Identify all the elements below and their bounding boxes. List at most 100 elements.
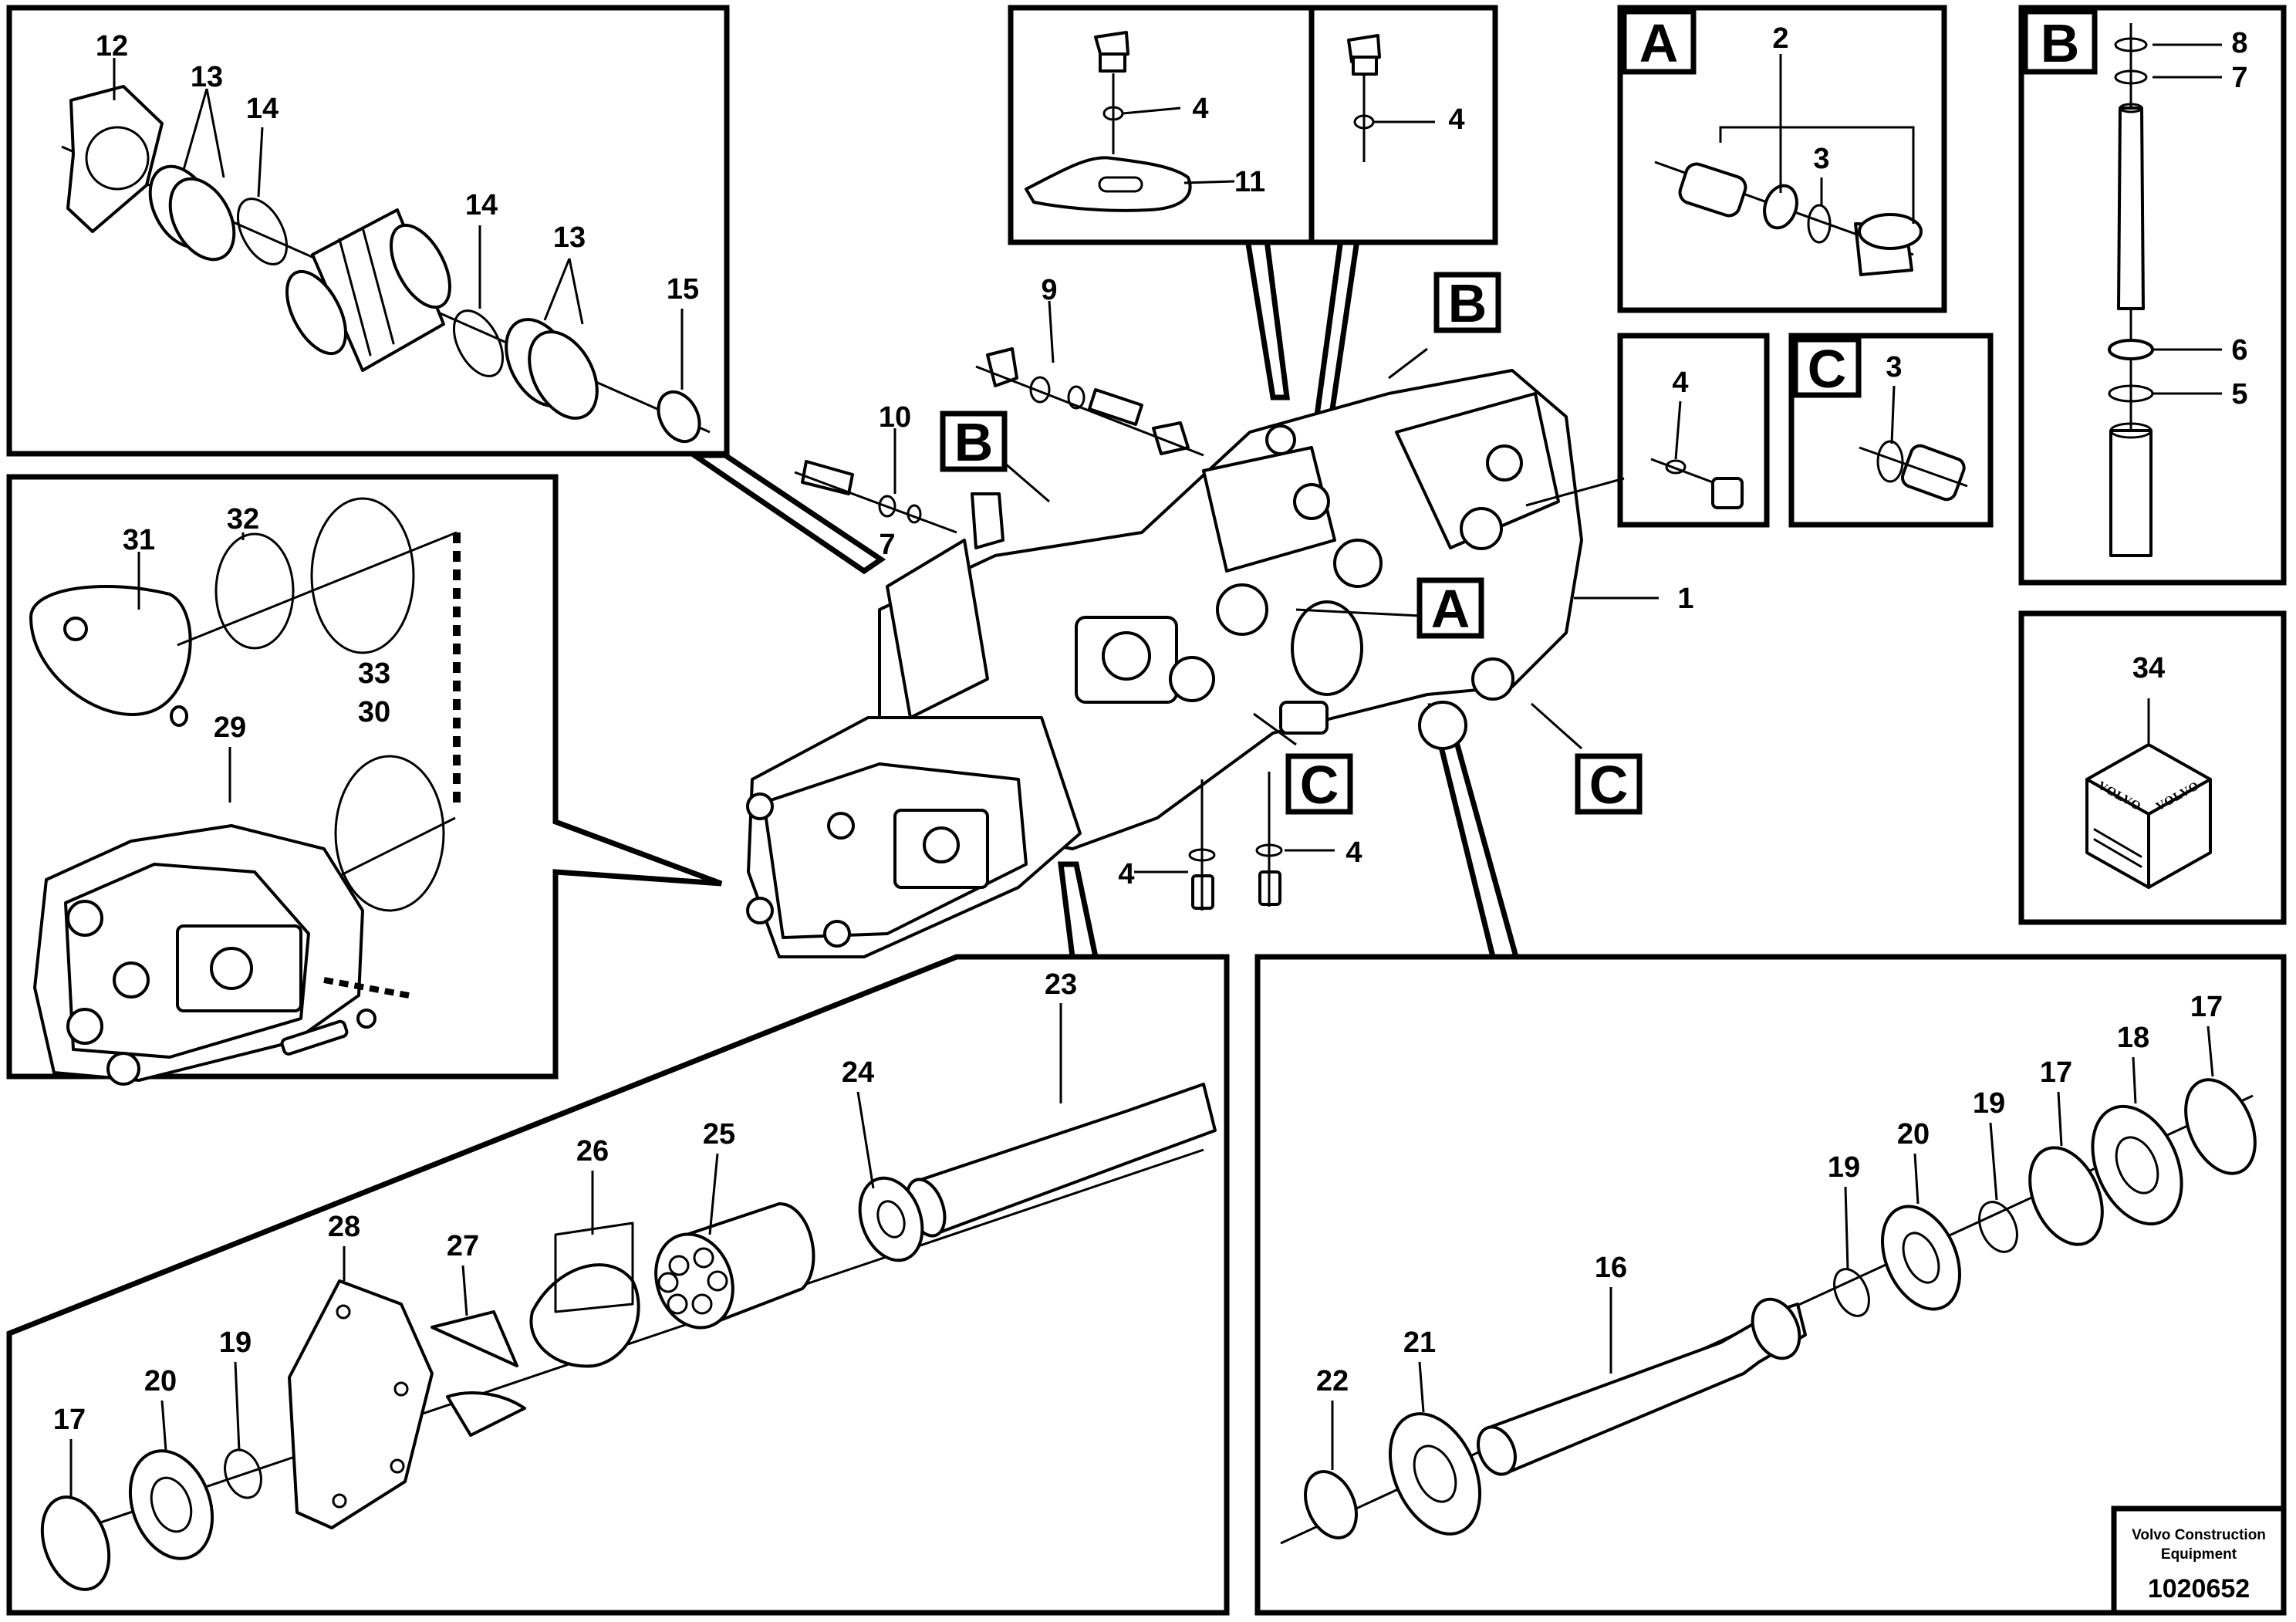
callout-26: 26 xyxy=(576,1135,609,1168)
callout-14-right: 14 xyxy=(465,189,498,221)
callout-1: 1 xyxy=(1677,583,1693,615)
callout-4-lower-left: 4 xyxy=(1118,858,1134,890)
callout-21: 21 xyxy=(1403,1326,1436,1359)
callout-27: 27 xyxy=(447,1230,479,1262)
detail-letter-a-header: A xyxy=(1639,13,1679,73)
callout-10: 10 xyxy=(879,401,911,434)
callout-19-left: 19 xyxy=(219,1326,252,1359)
port-plate-21 xyxy=(1388,1412,1482,1536)
seal-18 xyxy=(2091,1104,2183,1226)
tag-box-c-right xyxy=(1575,753,1643,815)
o-ring-14a xyxy=(236,198,289,265)
panel-plate-11 xyxy=(1008,5,1329,245)
panel-kit-34 xyxy=(2018,610,2287,925)
gear-22 xyxy=(1304,1470,1358,1539)
callout-14-left: 14 xyxy=(246,93,279,125)
snap-ring-19 xyxy=(224,1448,262,1499)
port-plate-24 xyxy=(858,1176,924,1262)
letter-labels: A B C B B A C C xyxy=(954,13,2080,815)
callout-17-right-a: 17 xyxy=(2040,1056,2072,1089)
tag-letter-c-left: C xyxy=(1300,755,1339,815)
callout-19-right-a: 19 xyxy=(1828,1151,1860,1184)
circlip-17b xyxy=(2184,1078,2257,1175)
callout-8: 8 xyxy=(2231,27,2247,59)
callout-13-left: 13 xyxy=(191,61,223,93)
callout-4-lower-right: 4 xyxy=(1346,836,1362,869)
drawing-number: 1020652 xyxy=(2148,1574,2250,1603)
callout-numbers: 1 2 3 3 4 4 4 4 4 5 6 7 7 8 9 10 11 12 1… xyxy=(53,22,2248,1436)
callout-4-plate: 4 xyxy=(1192,93,1208,125)
callout-3-c: 3 xyxy=(1886,351,1902,384)
callout-7-b: 7 xyxy=(2231,62,2247,94)
circlip-17a xyxy=(2028,1146,2104,1246)
callout-15: 15 xyxy=(667,273,699,306)
gasket-28 xyxy=(288,1279,434,1529)
detail-letter-b-header: B xyxy=(2041,13,2080,73)
circlip-17 xyxy=(40,1495,111,1591)
tag-letter-b-left: B xyxy=(954,412,994,472)
cover-plate-11 xyxy=(1025,156,1192,212)
tag-boxes xyxy=(940,272,1643,815)
company-name-line2: Equipment xyxy=(2161,1546,2237,1563)
o-ring-33 xyxy=(310,497,415,654)
callout-7-main: 7 xyxy=(879,529,895,561)
callout-20-right: 20 xyxy=(1897,1118,1930,1151)
gasket-plate xyxy=(66,85,164,233)
tag-letter-b-right: B xyxy=(1448,273,1487,333)
callout-13-right: 13 xyxy=(553,221,586,254)
panel-detail-c xyxy=(1788,333,1994,528)
tag-letter-a: A xyxy=(1431,579,1470,639)
tag-box-a xyxy=(1416,577,1484,639)
callout-28: 28 xyxy=(328,1211,360,1243)
o-ring-30 xyxy=(334,755,445,912)
shaft-16 xyxy=(1487,1303,1807,1475)
tag-box-b-left xyxy=(940,411,1008,472)
tag-box-b-right xyxy=(1433,272,1501,333)
snap-ring-19b xyxy=(1978,1201,2018,1253)
callout-2: 2 xyxy=(1772,22,1788,55)
callout-6: 6 xyxy=(2231,334,2247,367)
half-shell-27a xyxy=(430,1310,518,1367)
callout-25: 25 xyxy=(703,1118,735,1151)
callout-5: 5 xyxy=(2231,378,2247,411)
callout-18: 18 xyxy=(2117,1022,2149,1054)
panel-gear-pump xyxy=(6,474,723,1086)
half-shell-27b xyxy=(446,1391,526,1437)
detail-letter-c-header: C xyxy=(1808,339,1847,399)
callout-31: 31 xyxy=(123,524,155,556)
panel-small-plug-4 xyxy=(1617,333,1770,528)
callout-20-left: 20 xyxy=(144,1365,177,1397)
callout-29: 29 xyxy=(214,711,246,744)
panel-piston-seals xyxy=(6,5,730,457)
company-name-line1: Volvo Construction xyxy=(2132,1527,2266,1543)
panel-plug-4 xyxy=(1308,5,1498,245)
callout-16: 16 xyxy=(1595,1252,1627,1284)
main-pump-assembly xyxy=(746,300,1659,958)
callout-32: 32 xyxy=(227,503,259,536)
footer-block: Volvo Construction Equipment 1020652 xyxy=(2132,1527,2266,1603)
tag-box-c-left xyxy=(1285,753,1353,815)
panel-output-shaft xyxy=(1254,954,2287,1616)
o-ring-32 xyxy=(214,532,295,650)
swash-plate-26 xyxy=(529,1263,640,1368)
tag-letter-c-right: C xyxy=(1589,755,1629,815)
callout-9: 9 xyxy=(1041,274,1057,306)
callout-3-a: 3 xyxy=(1813,143,1829,175)
callout-4-plug: 4 xyxy=(1448,103,1464,136)
bearing-20 xyxy=(128,1449,214,1560)
snap-ring-19a xyxy=(1833,1268,1870,1317)
callout-17-right-b: 17 xyxy=(2190,991,2223,1023)
callout-33: 33 xyxy=(358,657,390,690)
snap-ring-15 xyxy=(657,390,701,444)
o-ring-14b xyxy=(452,309,505,377)
plug-c-lower xyxy=(1418,701,1467,750)
panel-detail-b xyxy=(2018,5,2287,586)
bearing-20b xyxy=(1880,1205,1962,1311)
panel-input-shaft xyxy=(6,954,1230,1616)
callout-30: 30 xyxy=(358,696,390,728)
callout-34: 34 xyxy=(2132,652,2165,684)
callout-4-small: 4 xyxy=(1672,367,1688,399)
callout-23: 23 xyxy=(1045,968,1077,1001)
callout-12: 12 xyxy=(96,30,128,63)
